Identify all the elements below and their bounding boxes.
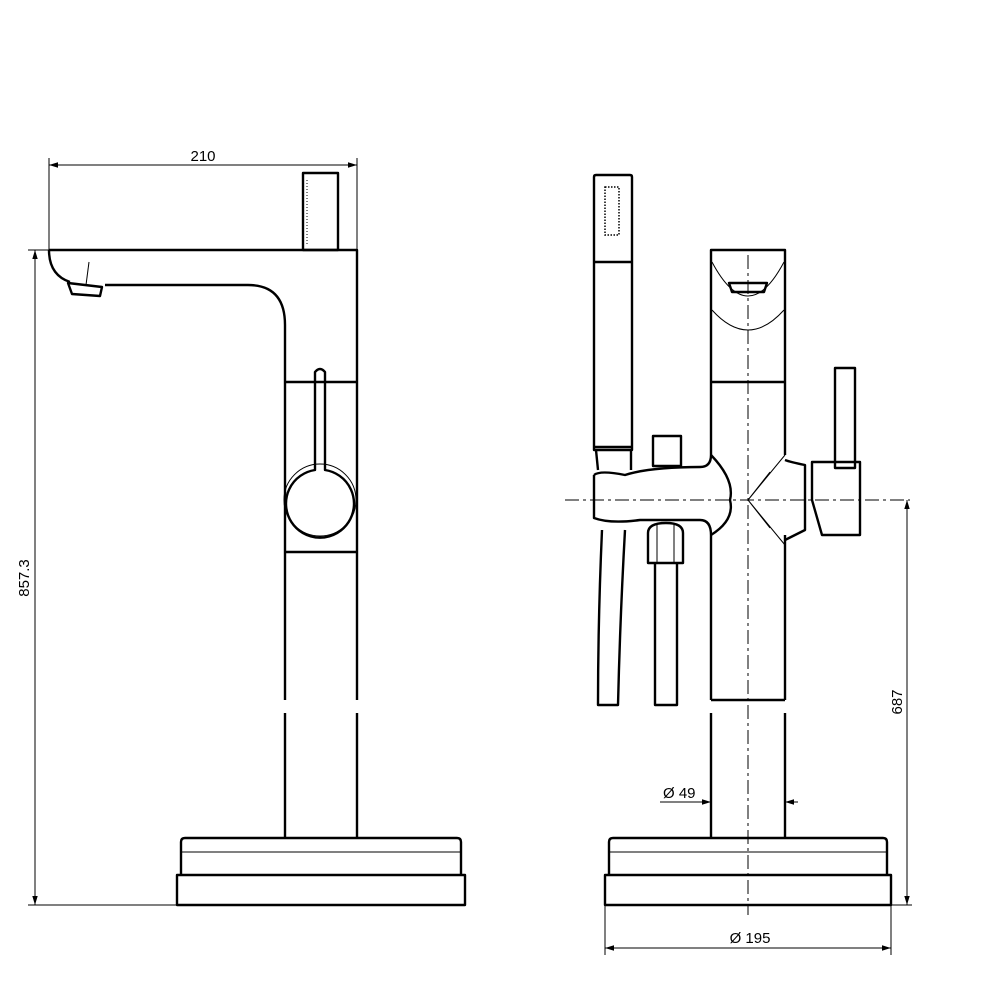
dimension-label-diameter-49: Ø 49 bbox=[663, 785, 696, 802]
dimension-label-687: 687 bbox=[889, 689, 906, 714]
dimension-spout-reach: 210 bbox=[48, 148, 358, 250]
side-base bbox=[175, 836, 467, 907]
side-view: 210 857.3 bbox=[16, 148, 467, 907]
dimension-overall-height: 857.3 bbox=[16, 249, 177, 906]
front-hose-nut bbox=[646, 521, 685, 707]
side-aerator bbox=[66, 261, 104, 298]
dimension-outlet-height: 687 bbox=[889, 500, 912, 906]
front-column bbox=[709, 248, 787, 838]
dimension-label-857: 857.3 bbox=[16, 559, 33, 597]
dimension-label-diameter-195: Ø 195 bbox=[730, 930, 771, 947]
front-shower-hose bbox=[596, 529, 627, 707]
front-lever-handle bbox=[784, 366, 862, 542]
front-diverter-body bbox=[592, 434, 732, 537]
side-lever-handle bbox=[283, 367, 357, 539]
dimension-pipe-diameter: Ø 49 bbox=[660, 785, 798, 805]
dimension-label-210: 210 bbox=[190, 148, 215, 165]
dimension-base-diameter: Ø 195 bbox=[604, 905, 892, 955]
front-view: 687 Ø 49 Ø 195 bbox=[565, 173, 912, 955]
side-hand-shower bbox=[301, 171, 340, 252]
front-hand-shower bbox=[592, 173, 634, 471]
side-spout-body bbox=[47, 248, 359, 838]
